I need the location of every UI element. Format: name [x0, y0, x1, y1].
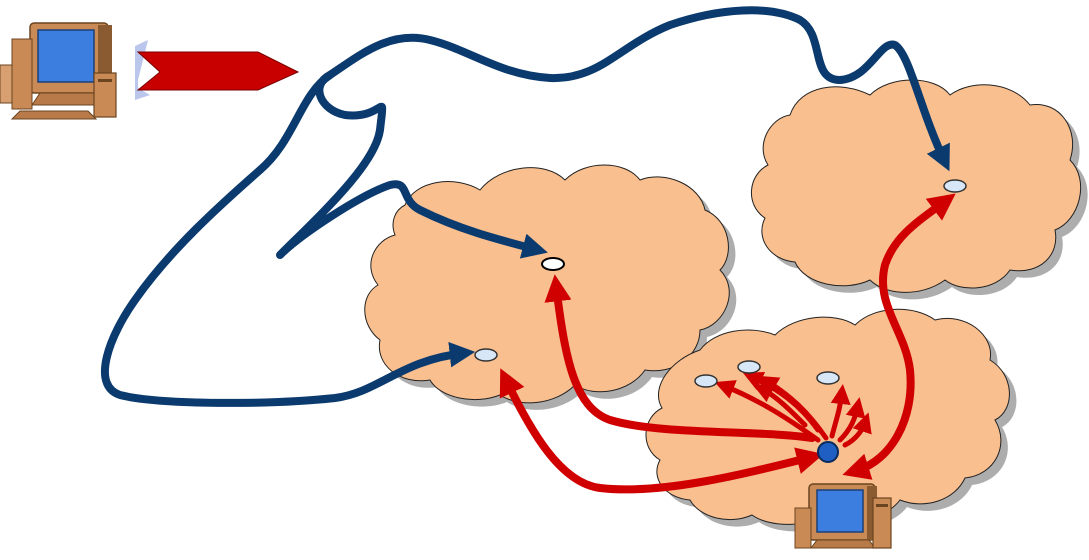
red-response-paths — [499, 193, 956, 494]
node-bottom-1 — [694, 374, 718, 388]
red-local-arrow-6 — [752, 384, 808, 428]
attack-beam — [135, 40, 300, 100]
blue-arrow-to-left-cloud-bottom — [101, 71, 476, 407]
red-local-arrow-3 — [742, 372, 821, 433]
node-left-bottom — [474, 348, 498, 362]
red-arrow-to-left-cloud-bottom — [499, 368, 824, 494]
node-right — [943, 179, 967, 193]
node-bottom-2 — [737, 360, 761, 374]
red-beam-arrow — [136, 51, 300, 91]
red-arrow-to-right-cloud — [842, 193, 956, 480]
red-local-arrow-4 — [829, 384, 851, 439]
red-local-arrow-7 — [842, 412, 872, 448]
node-bottom-active — [817, 441, 839, 463]
node-left-top — [541, 257, 565, 271]
blue-arrow-to-left-cloud-top — [276, 71, 548, 259]
blue-attack-paths — [101, 6, 950, 407]
local-red-paths — [714, 372, 872, 448]
attacker-computer-icon — [0, 22, 117, 120]
red-local-arrow-5 — [837, 397, 866, 443]
red-local-arrow-1 — [714, 380, 821, 443]
blue-arrow-to-right-cloud — [326, 6, 950, 172]
node-bottom-3 — [816, 371, 840, 385]
network-nodes — [474, 179, 967, 463]
right-network-cloud — [750, 79, 1088, 300]
victim-computer-icon — [794, 483, 892, 549]
